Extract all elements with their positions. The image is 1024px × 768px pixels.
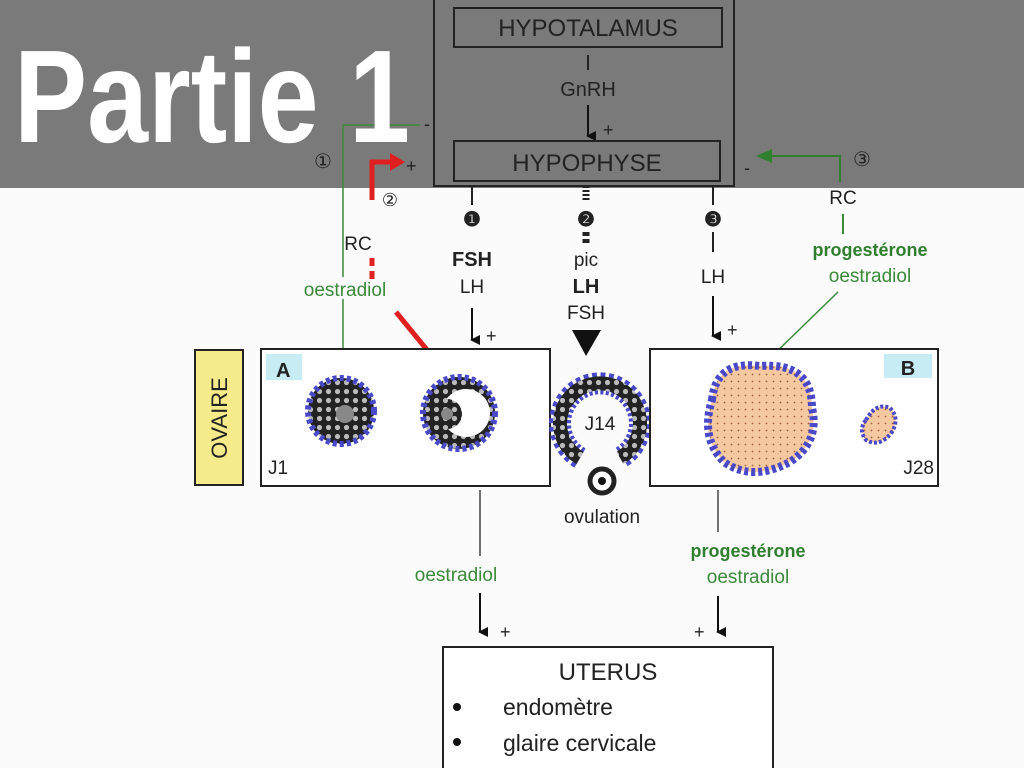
hypothalamus-label: HYPOTALAMUS xyxy=(498,15,678,42)
hypophyse-box xyxy=(453,140,721,182)
oestradiol-feedback-label: oestradiol xyxy=(304,280,386,301)
plus-sign: + xyxy=(406,156,417,176)
plus-sign: + xyxy=(603,120,614,140)
plus-sign: + xyxy=(694,622,705,642)
marker-3: ③ xyxy=(853,149,871,171)
oestradiol-uterus-label-right: oestradiol xyxy=(707,567,789,588)
box-a xyxy=(260,348,551,487)
uterus-title: UTERUS xyxy=(559,659,658,686)
hypothalamus-box xyxy=(453,7,723,48)
progesterone-feedback-label: progestérone xyxy=(812,240,927,260)
marker-col2: ❷ xyxy=(577,209,595,231)
title-band xyxy=(0,0,1024,188)
plus-sign: + xyxy=(500,622,511,642)
oestradiol-uterus-label: oestradiol xyxy=(415,565,497,586)
primary-follicle xyxy=(305,375,377,447)
oestradiol-feedback-label-right: oestradiol xyxy=(829,266,911,287)
pic-label: pic xyxy=(574,250,598,271)
rc-label-left: RC xyxy=(344,234,371,255)
box-a-label: A xyxy=(276,360,290,382)
fsh-label: FSH xyxy=(452,249,492,271)
lh-peak-label: LH xyxy=(573,276,600,298)
slide-title: Partie 1 xyxy=(14,23,410,170)
ovulation-label: ovulation xyxy=(564,507,640,528)
minus-sign: - xyxy=(424,114,430,134)
fsh-peak-label: FSH xyxy=(567,303,605,324)
marker-1: ① xyxy=(314,151,332,173)
lh-label: LH xyxy=(460,277,484,298)
corpus-luteum xyxy=(704,361,818,476)
corpus-albicans xyxy=(860,404,898,445)
plus-sign: + xyxy=(727,320,738,340)
uterus-item: glaire cervicale xyxy=(503,730,656,756)
marker-2: ② xyxy=(382,190,398,210)
rc-label-right: RC xyxy=(829,188,856,209)
feedback-line-2 xyxy=(369,159,392,200)
uterus-box xyxy=(442,646,774,768)
gnrh-label: GnRH xyxy=(560,79,616,101)
lh-label-3: LH xyxy=(701,267,725,288)
marker-col3: ❸ xyxy=(704,209,722,231)
progesterone-uterus-label: progestérone xyxy=(690,541,805,561)
hypophyse-label: HYPOPHYSE xyxy=(512,150,661,177)
marker-col1: ❶ xyxy=(463,209,481,231)
uterus-item: endomètre xyxy=(503,694,613,720)
antral-follicle xyxy=(420,374,498,452)
box-b-label: B xyxy=(901,358,915,380)
plus-sign: + xyxy=(486,326,497,346)
peak-arrow xyxy=(572,330,601,356)
minus-sign: - xyxy=(744,158,750,178)
ovary-label-box xyxy=(194,349,244,486)
day-j28: J28 xyxy=(903,458,934,479)
ovary-label: OVAIRE xyxy=(207,377,232,459)
day-j1: J1 xyxy=(268,458,288,479)
day-j14: J14 xyxy=(585,414,616,435)
ovulating-follicle xyxy=(549,372,651,496)
